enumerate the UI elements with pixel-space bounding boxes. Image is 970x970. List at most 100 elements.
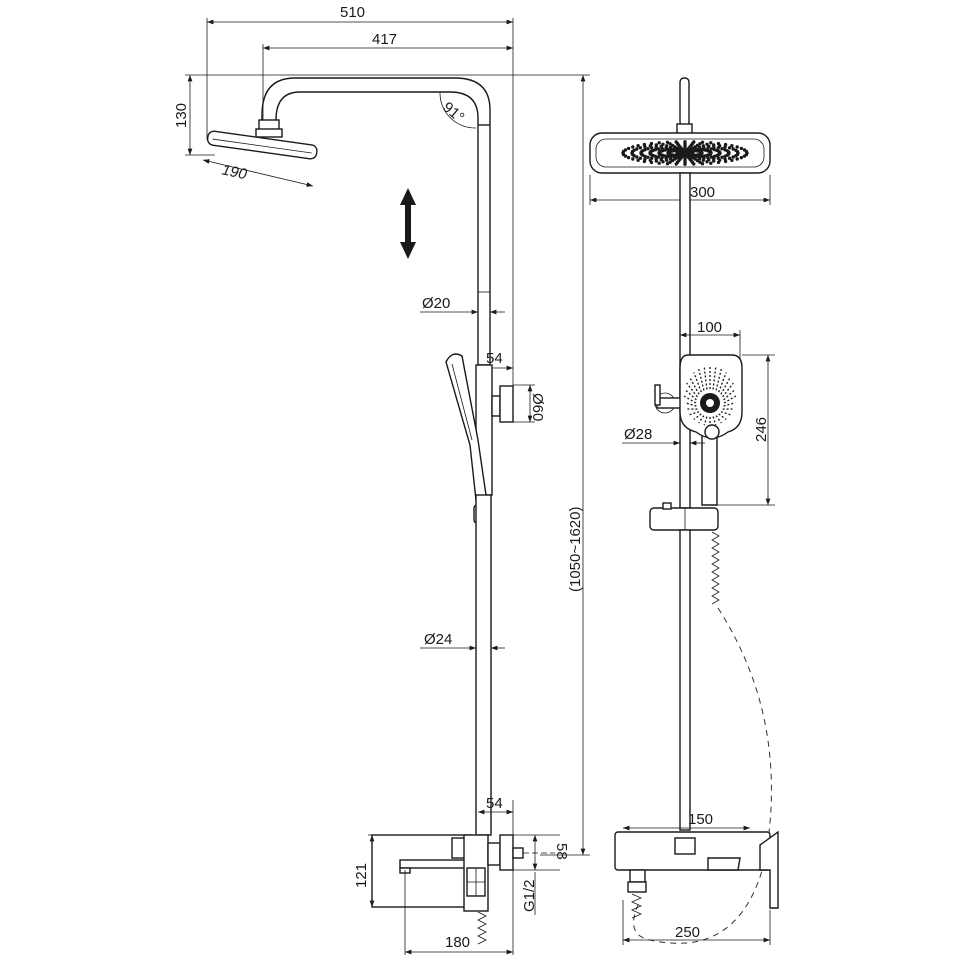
nozzle-dot xyxy=(621,149,626,154)
nozzle-dot xyxy=(643,148,647,152)
nozzle-dot xyxy=(635,155,639,159)
nozzle-dot xyxy=(735,149,740,154)
upper-pipe-front xyxy=(679,172,691,509)
spray-ray xyxy=(718,413,727,421)
nozzle-dot xyxy=(716,156,720,160)
nozzle-dot xyxy=(668,142,672,146)
nozzle-dot xyxy=(631,145,635,149)
nozzle-dot xyxy=(735,157,739,161)
nozzle-dot xyxy=(734,154,738,158)
nozzle-dot xyxy=(665,140,670,145)
height-adjust-arrow-icon xyxy=(400,188,416,259)
label-58: 58 xyxy=(553,843,570,860)
nozzle-dot xyxy=(636,144,640,148)
nozzle-dot xyxy=(668,160,672,164)
nozzle-dot xyxy=(708,150,713,155)
nozzle-dot xyxy=(632,148,636,153)
nozzle-dot xyxy=(648,158,652,162)
spray-ray xyxy=(723,388,736,401)
nozzle-dot xyxy=(698,160,702,164)
nozzle-dot xyxy=(638,146,643,150)
nozzle-dot xyxy=(660,156,664,160)
nozzle-dot xyxy=(666,154,670,159)
nozzle-dot xyxy=(641,149,645,153)
nozzle-dot xyxy=(674,162,678,166)
label-150: 150 xyxy=(688,811,713,828)
shower-arm-inner xyxy=(275,91,479,125)
nozzle-dot xyxy=(643,154,647,159)
dim-head-height: 130 xyxy=(173,74,590,156)
dim-inlet-thread: G1/2 xyxy=(521,872,538,915)
hose-front xyxy=(711,531,720,605)
nozzle-dot xyxy=(664,144,669,148)
nozzle-dot xyxy=(649,160,654,165)
nozzle-dot xyxy=(717,158,722,162)
nozzle-dot xyxy=(673,145,677,149)
nozzle-dot xyxy=(674,140,678,144)
nozzle-dot xyxy=(742,148,747,152)
label-100: 100 xyxy=(697,319,722,336)
shower-head-side xyxy=(206,130,318,160)
nozzle-dot xyxy=(665,162,670,166)
spray-ray xyxy=(712,416,717,426)
nozzle-dot xyxy=(643,157,647,161)
spray-ray xyxy=(703,416,708,426)
nozzle-dot xyxy=(712,154,717,159)
nozzle-dot xyxy=(661,160,665,164)
nozzle-dot xyxy=(700,162,705,166)
label-d20: Ø20 xyxy=(422,295,450,312)
mixer-front xyxy=(614,830,779,919)
spray-ray xyxy=(689,411,700,416)
spray-ray xyxy=(715,415,722,424)
nozzle-dot xyxy=(638,156,643,160)
nozzle-dot xyxy=(716,141,721,146)
nozzle-dot xyxy=(626,146,631,151)
nozzle-dot xyxy=(720,147,724,151)
label-91deg: 91° xyxy=(439,99,467,127)
nozzle-dot xyxy=(700,147,704,152)
lower-pipe-front xyxy=(679,529,691,831)
nozzle-dot xyxy=(693,157,697,161)
spray-ray xyxy=(720,411,731,416)
dim-overall-width: 510 xyxy=(206,4,514,420)
dim-hand-width: 100 xyxy=(679,319,741,360)
label-180: 180 xyxy=(445,934,470,951)
nozzle-dot xyxy=(651,148,655,153)
mixer-side xyxy=(371,834,555,945)
label-250: 250 xyxy=(675,924,700,941)
dim-height-range: (1050~1620) xyxy=(540,75,590,856)
label-54-top: 54 xyxy=(486,350,503,367)
spray-ray xyxy=(718,372,727,393)
nozzle-dot xyxy=(661,142,665,147)
dim-upper-pipe: Ø20 xyxy=(420,295,505,315)
nozzle-dot xyxy=(700,140,705,145)
spray-ray xyxy=(684,388,697,401)
label-d60: Ø60 xyxy=(529,393,546,421)
dim-arm-reach: 417 xyxy=(262,31,513,120)
dim-slide-bar: Ø28 xyxy=(622,426,705,446)
nozzle-dot xyxy=(668,145,673,150)
spray-ray xyxy=(686,382,698,398)
nozzle-dot xyxy=(657,141,661,145)
nozzle-dot xyxy=(690,155,694,160)
nozzle-dot xyxy=(723,159,728,164)
nozzle-dot xyxy=(717,150,722,154)
nozzle-dot xyxy=(709,141,713,145)
nozzle-dot xyxy=(636,158,640,163)
label-300: 300 xyxy=(690,184,715,201)
label-190: 190 xyxy=(220,161,249,183)
nozzle-dot xyxy=(631,157,635,161)
nozzle-dot xyxy=(715,153,719,158)
nozzle-dot xyxy=(635,147,639,151)
nozzle-dot xyxy=(742,154,747,158)
nozzle-dot xyxy=(739,155,744,160)
holder-stem xyxy=(491,395,501,417)
dim-mixer-width: 150 xyxy=(623,811,750,831)
label-d28: Ø28 xyxy=(624,426,652,443)
spray-ray xyxy=(693,413,702,421)
dim-head-diameter: 190 xyxy=(202,159,314,187)
holder-front xyxy=(654,384,682,414)
nozzle-dot xyxy=(731,147,735,151)
nozzle-dot xyxy=(730,144,734,148)
